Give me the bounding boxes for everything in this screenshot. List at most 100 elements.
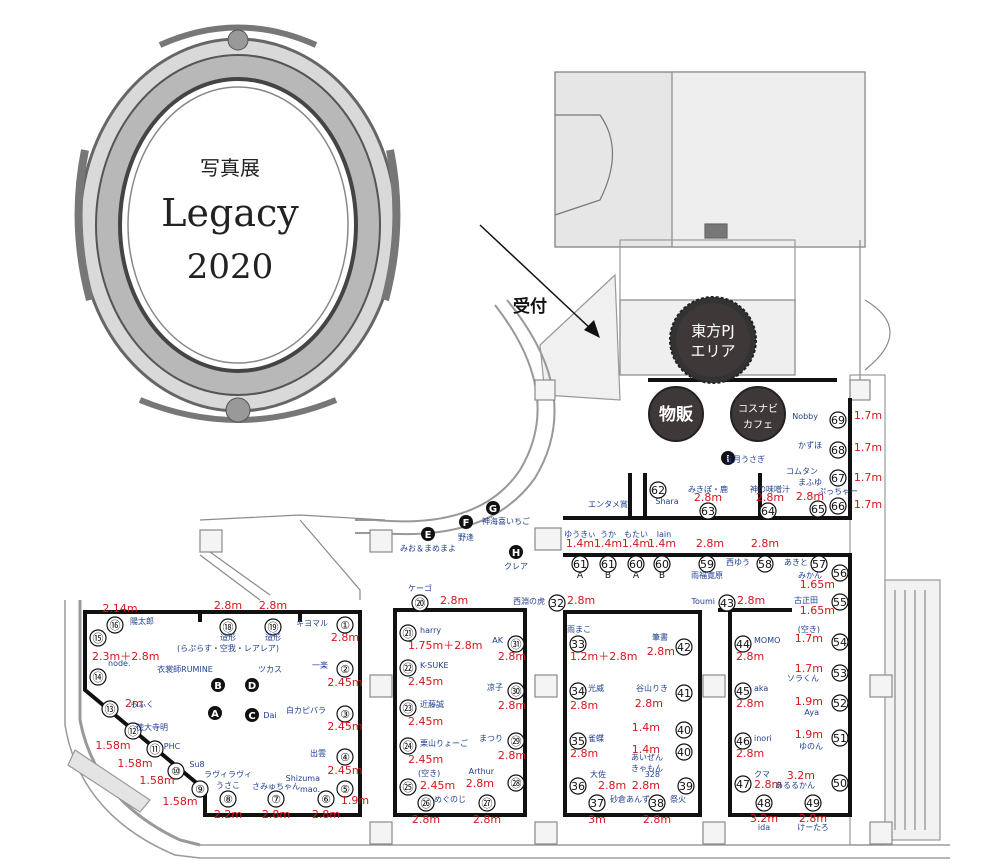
letter-spot-a[interactable]: A [208,706,222,720]
booth-25[interactable]: ㉗2.8m [473,794,501,826]
area-buppan[interactable]: 物販 [648,386,704,442]
booth-size: 2.3m＋2.8m [92,650,159,663]
booth-number-circle [569,732,587,750]
area-touhou[interactable]: 東方PJ エリア [669,296,757,384]
booth-53[interactable]: 54(空き)1.7m [795,624,849,651]
booth-number: ⑦ [271,793,281,806]
letter-spot-e[interactable]: Eみお＆まめまよ [400,527,456,553]
booth-14[interactable]: ⑮ [89,629,107,647]
booth-5[interactable]: ⑥2.8m [312,790,340,821]
booth-size: 2.45m [327,720,362,733]
letter-spot-f[interactable]: F野逢 [458,515,474,542]
booth-name: 造形 [220,632,236,642]
booth-name: あきと [784,558,808,567]
booth-number-circle [219,618,237,636]
booth-number: 39 [679,780,693,793]
booth-number: ⑫ [128,725,139,738]
booth-38[interactable]: 401.4m [632,721,693,739]
booth-8[interactable]: ⑨1.58m [162,780,209,808]
booth-number: ⑲ [268,621,279,634]
letter-spot-id: D [248,681,256,692]
sub-label-61a: A [577,571,584,581]
letter-spot-name: 五月うさぎ [725,454,765,464]
booth-number-circle [399,624,417,642]
booth-name: キヨマル [296,619,328,628]
area-cafe[interactable]: コスナビ カフェ [730,386,786,442]
booth-number-circle [264,618,282,636]
booth-23[interactable]: ㉕(空き)2.45m [399,768,455,796]
booth-name: Su8 [189,760,204,769]
